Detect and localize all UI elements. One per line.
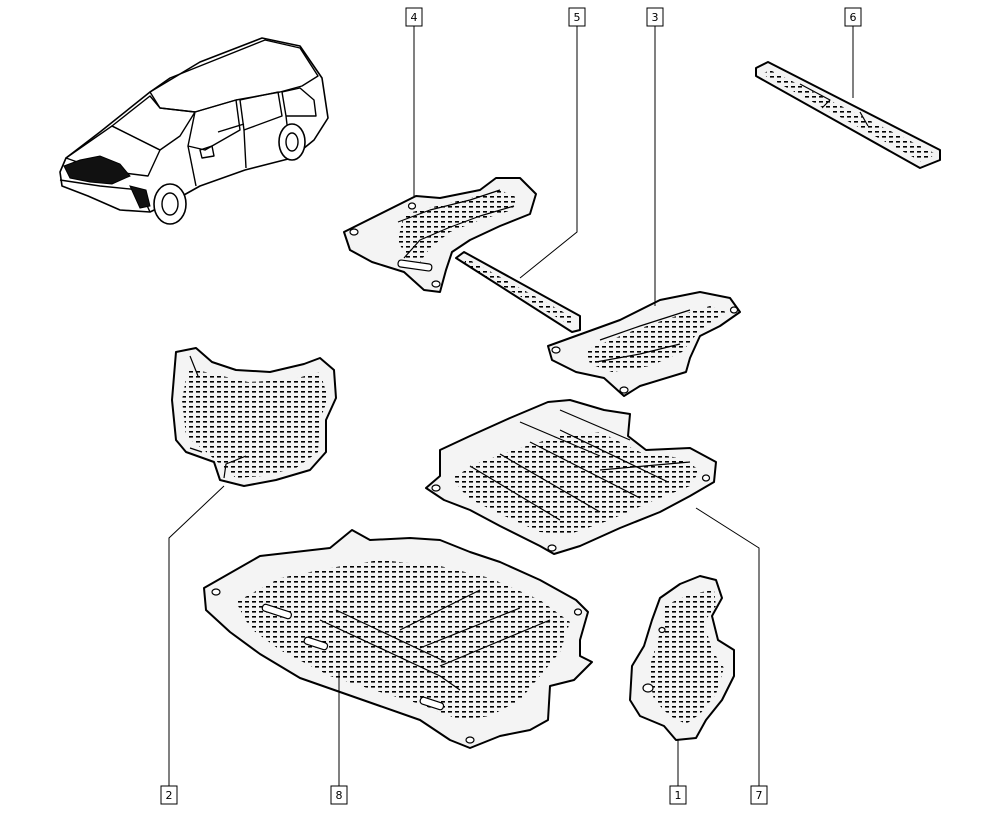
callout-1: 1 xyxy=(669,785,687,805)
callout-label: 5 xyxy=(574,11,581,24)
callout-label: 7 xyxy=(756,789,763,802)
callout-3: 3 xyxy=(646,7,664,27)
part-4-shield xyxy=(343,177,537,293)
part-8-undertray xyxy=(203,529,593,749)
part-5-strip xyxy=(455,251,581,333)
callout-label: 1 xyxy=(675,789,682,802)
leader-2 xyxy=(168,485,225,786)
callout-4: 4 xyxy=(405,7,423,27)
callout-label: 4 xyxy=(411,11,418,24)
callout-label: 3 xyxy=(652,11,659,24)
leader-7 xyxy=(695,507,760,786)
leader-5 xyxy=(519,26,578,279)
part-6-bar xyxy=(755,61,941,169)
part-3-shield xyxy=(547,291,741,397)
leader-lines xyxy=(168,26,854,786)
callout-label: 6 xyxy=(850,11,857,24)
callout-5: 5 xyxy=(568,7,586,27)
callout-label: 8 xyxy=(336,789,343,802)
car-illustration xyxy=(59,37,329,225)
callout-label: 2 xyxy=(166,789,173,802)
callout-2: 2 xyxy=(160,785,178,805)
callout-7: 7 xyxy=(750,785,768,805)
part-7-undertray xyxy=(425,399,717,555)
callout-6: 6 xyxy=(844,7,862,27)
part-2-arch-liner xyxy=(171,347,337,487)
callout-8: 8 xyxy=(330,785,348,805)
part-1-liner xyxy=(629,575,735,741)
